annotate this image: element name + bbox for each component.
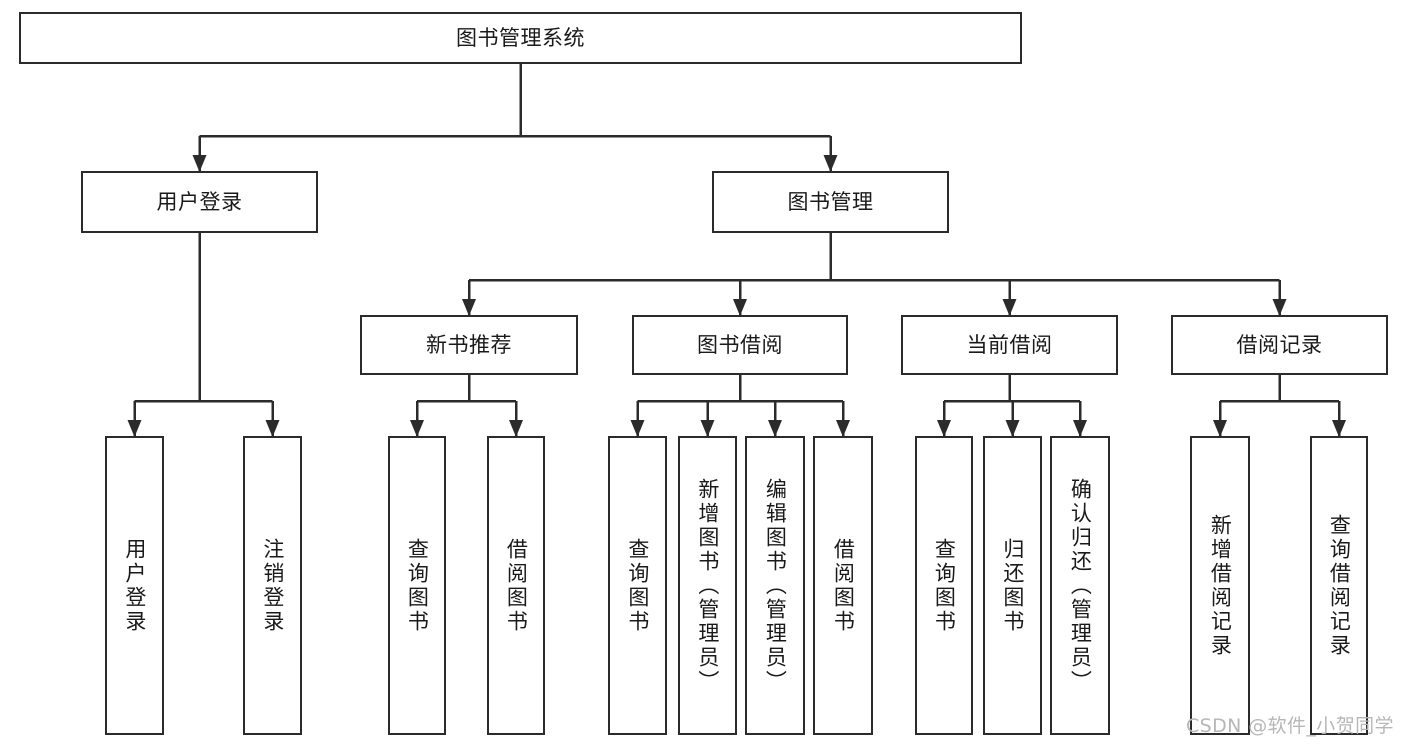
node-new-book-recommendation[interactable]: 新书推荐 xyxy=(360,315,578,375)
node-leaf-borrow-book-2[interactable]: 借阅图书 xyxy=(813,436,873,735)
node-borrowing-record[interactable]: 借阅记录 xyxy=(1171,315,1388,375)
node-book-management[interactable]: 图书管理 xyxy=(712,171,949,233)
node-leaf-return-book[interactable]: 归还图书 xyxy=(983,436,1042,735)
node-leaf-logout[interactable]: 注销登录 xyxy=(243,436,302,735)
node-leaf-confirm-return-admin[interactable]: 确认归还（管理员） xyxy=(1050,436,1110,735)
node-leaf-user-login[interactable]: 用户登录 xyxy=(105,436,164,735)
node-book-management-system[interactable]: 图书管理系统 xyxy=(19,12,1022,64)
node-leaf-add-borrow-record[interactable]: 新增借阅记录 xyxy=(1190,436,1250,735)
node-leaf-query-book-1[interactable]: 查询图书 xyxy=(388,436,446,735)
node-leaf-edit-book-admin[interactable]: 编辑图书（管理员） xyxy=(745,436,805,735)
node-leaf-query-borrow-record[interactable]: 查询借阅记录 xyxy=(1310,436,1368,735)
node-leaf-query-book-2[interactable]: 查询图书 xyxy=(608,436,667,735)
watermark-text: CSDN @软件_小贺同学 xyxy=(1186,715,1394,737)
node-leaf-add-book-admin[interactable]: 新增图书（管理员） xyxy=(678,436,737,735)
node-leaf-borrow-book-1[interactable]: 借阅图书 xyxy=(487,436,545,735)
node-book-borrowing[interactable]: 图书借阅 xyxy=(632,315,848,375)
node-leaf-query-book-3[interactable]: 查询图书 xyxy=(915,436,973,735)
node-user-login[interactable]: 用户登录 xyxy=(81,171,318,233)
node-current-borrowing[interactable]: 当前借阅 xyxy=(901,315,1118,375)
